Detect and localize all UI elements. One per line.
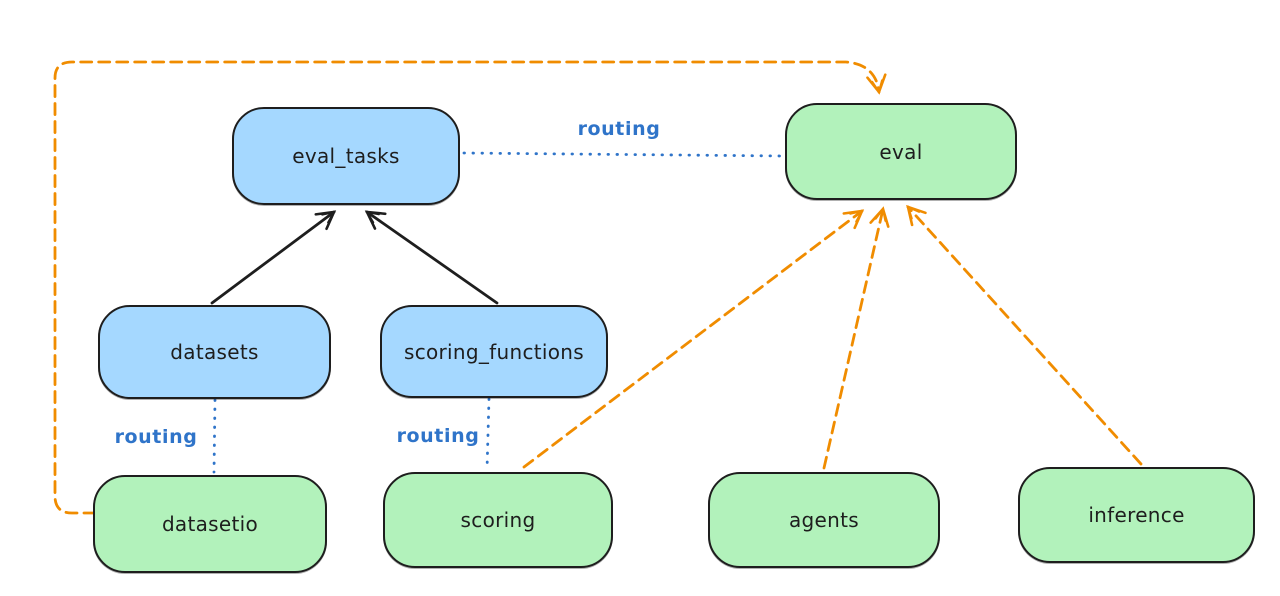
node-eval-tasks-label: eval_tasks (292, 144, 400, 168)
node-scoring-functions: scoring_functions (380, 305, 608, 398)
edge-scoring-to-eval (522, 209, 865, 469)
node-agents: agents (708, 472, 940, 568)
edge-routing-datasets-to-datasetio (212, 398, 217, 474)
node-inference: inference (1018, 467, 1255, 563)
edge-routing-eval-tasks-to-eval (462, 151, 785, 158)
edge-inference-to-eval (906, 205, 1143, 466)
node-scoring: scoring (383, 472, 613, 568)
node-datasetio-label: datasetio (161, 512, 259, 536)
node-inference-label: inference (1088, 503, 1185, 527)
edge-label-routing-datasets-datasetio: routing (114, 426, 198, 448)
edge-label-routing-eval-tasks-eval: routing (577, 118, 661, 140)
node-agents-label: agents (789, 508, 859, 532)
node-datasetio: datasetio (93, 475, 327, 573)
node-datasets-label: datasets (170, 340, 259, 364)
edge-datasetio-to-eval-loop (53, 60, 887, 515)
edge-datasets-to-eval-tasks (210, 210, 337, 305)
node-eval-tasks: eval_tasks (232, 107, 460, 205)
node-eval: eval (785, 103, 1017, 200)
node-eval-label: eval (879, 139, 923, 164)
edge-label-routing-scoring-functions-scoring: routing (396, 425, 480, 447)
edge-routing-scoring-functions-to-scoring (485, 397, 491, 472)
edge-agents-to-eval (822, 206, 890, 470)
edge-scoring-functions-to-eval-tasks (364, 210, 499, 305)
node-scoring-label: scoring (460, 508, 536, 532)
node-datasets: datasets (98, 305, 331, 399)
node-scoring-functions-label: scoring_functions (403, 339, 585, 364)
